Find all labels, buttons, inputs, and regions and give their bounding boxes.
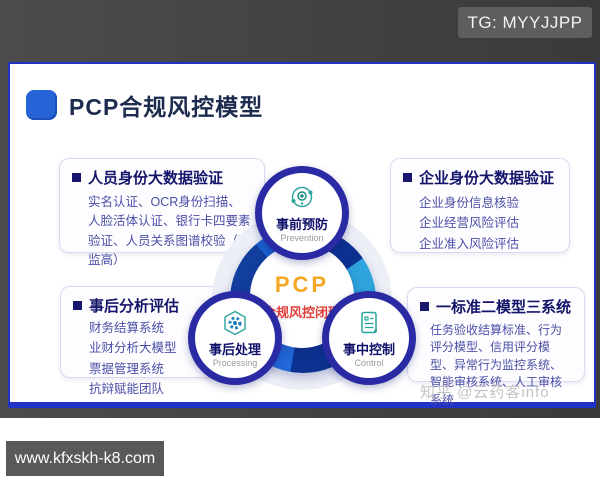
section-company-identity: 企业身份大数据验证 企业身份信息核验 企业经营风险评估 企业准入风险评估: [390, 158, 570, 253]
section-body: 任务验收结算标准、行为评分模型、信用评分模型、异常行为监控系统、智能审核系统、人…: [430, 323, 563, 407]
section-body: 实名认证、OCR身份扫描、人脸活体认证、银行卡四要素验证、人员关系图谱校验（董监…: [88, 195, 251, 268]
section-line: 财务结算系统: [89, 321, 165, 335]
section-line: 票据管理系统: [89, 361, 165, 376]
section-line: 企业经营风险评估: [419, 216, 520, 231]
section-title: 事后分析评估: [89, 298, 180, 315]
section-header: 事后分析评估: [73, 295, 237, 316]
section-line: 企业准入风险评估: [419, 236, 520, 251]
section-title: 一标准二模型三系统: [436, 299, 572, 316]
tg-contact-label: TG: MYYJJPP: [467, 12, 583, 32]
section-header: 企业身份大数据验证: [403, 167, 557, 188]
bullet-square-icon: [73, 301, 82, 310]
bullet-square-icon: [403, 173, 412, 182]
node-label: 事后处理: [208, 341, 261, 357]
node-sublabel: Control: [354, 357, 384, 368]
title-row: PCP合规风控模型: [26, 88, 263, 122]
section-title: 人员身份大数据验证: [88, 170, 224, 187]
bullet-square-icon: [72, 173, 81, 182]
title-square-icon: [26, 90, 57, 120]
website-url: www.kfxskh-k8.com: [14, 449, 156, 467]
section-line: 业财分析大模型: [89, 341, 177, 356]
zhihu-watermark: 知乎 @云药客info: [420, 384, 550, 401]
radar-target-icon: [291, 186, 313, 207]
center-title: PCP: [274, 271, 330, 297]
section-standards-models-systems: 一标准二模型三系统 任务验收结算标准、行为评分模型、信用评分模型、异常行为监控系…: [407, 287, 585, 407]
node-label: 事中控制: [342, 341, 395, 357]
infographic-card: PCP合规风控模型 人员身份大数据验证 实名认证、OCR身份扫描、人脸活体认证、…: [8, 62, 596, 408]
website-url-box: www.kfxskh-k8.com: [6, 441, 164, 476]
section-line: 抗辩赋能团队: [89, 381, 165, 396]
center-subtitle: 合规风控闭环: [262, 304, 341, 320]
section-line: 企业身份信息核验: [419, 196, 520, 210]
node-sublabel: Processing: [212, 357, 258, 368]
gear-hexagon-icon: [224, 310, 246, 335]
section-person-identity: 人员身份大数据验证 实名认证、OCR身份扫描、人脸活体认证、银行卡四要素验证、人…: [59, 158, 265, 267]
node-control: 事中控制 Control: [322, 291, 416, 385]
checklist-document-icon: [361, 311, 377, 333]
node-label: 事前预防: [275, 216, 328, 232]
bullet-square-icon: [420, 302, 429, 311]
page-title: PCP合规风控模型: [69, 94, 264, 120]
node-prevention: 事前预防 Prevention: [255, 166, 349, 260]
node-sublabel: Prevention: [280, 232, 324, 243]
section-header: 人员身份大数据验证: [72, 167, 252, 188]
section-title: 企业身份大数据验证: [419, 170, 555, 187]
section-header: 一标准二模型三系统: [420, 296, 572, 317]
node-processing: 事后处理 Processing: [188, 291, 282, 385]
tg-contact-badge: TG: MYYJJPP: [458, 7, 592, 38]
